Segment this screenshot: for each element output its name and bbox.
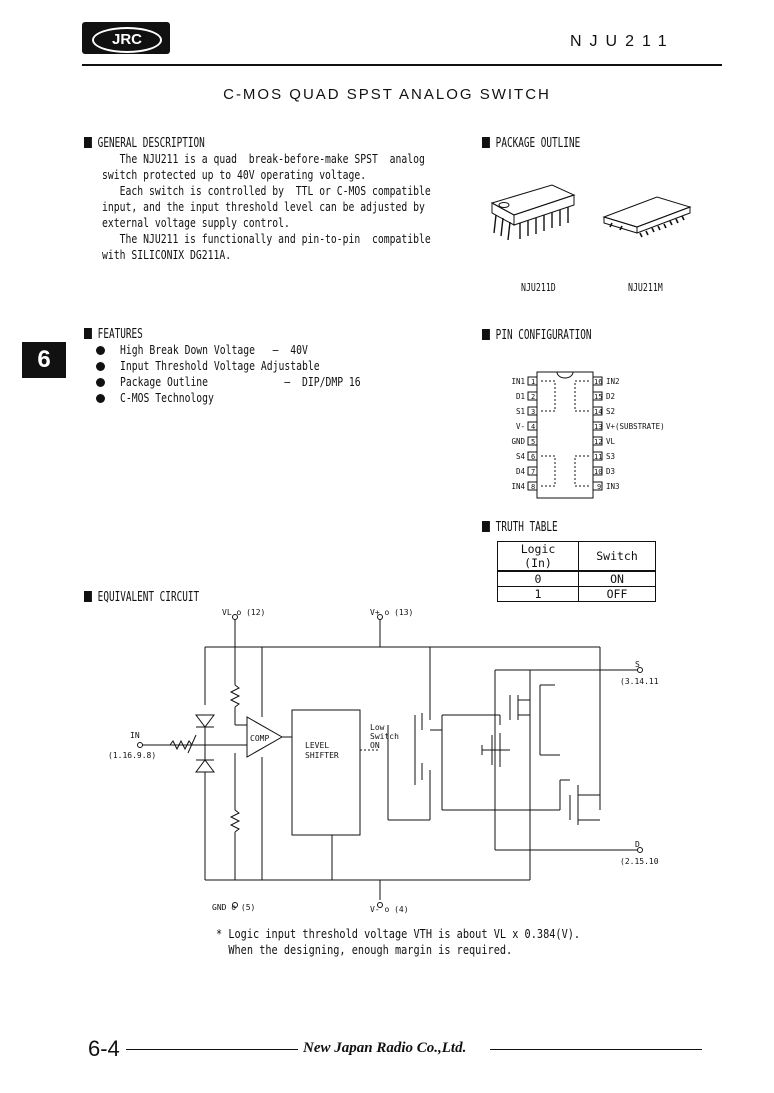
- pin-num: 3: [531, 408, 535, 416]
- in-pin-numbers: (1.16.9.8): [108, 751, 156, 760]
- page-number: 6-4: [88, 1036, 120, 1061]
- pin-left-label: IN1: [511, 377, 525, 386]
- table-row: 1 OFF: [497, 586, 656, 602]
- comp-label: COMP: [250, 734, 269, 743]
- pin-right-label: D2: [606, 392, 615, 401]
- jrc-logo: JRC: [82, 22, 170, 54]
- dip-package-icon: [490, 184, 576, 241]
- part-number: NJU211: [570, 33, 675, 50]
- truth-table-heading: TRUTH TABLE: [482, 520, 558, 535]
- pin-right-label: V+(SUBSTRATE): [606, 422, 665, 431]
- pin-right-label: VL: [606, 437, 616, 446]
- shifter-label: SHIFTER: [305, 751, 339, 760]
- desc-line: external voltage supply control.: [102, 215, 290, 230]
- table-header-row: Logic (In) Switch: [497, 541, 656, 572]
- bullet-icon: [96, 378, 105, 387]
- pin-num: 4: [531, 423, 535, 431]
- table-header: Logic (In): [497, 541, 579, 572]
- logo-text: JRC: [92, 27, 162, 53]
- threshold-note-line: When the designing, enough margin is req…: [216, 942, 513, 957]
- vplus-pin-label: V+ o (13): [370, 608, 413, 617]
- feature-item: C-MOS Technology: [120, 390, 214, 405]
- feature-item: Input Threshold Voltage Adjustable: [120, 358, 320, 373]
- footer-rule-left: [126, 1049, 298, 1050]
- pin-left-label: S4: [516, 452, 526, 461]
- level-label: LEVEL: [305, 741, 329, 750]
- pin-configuration-diagram: 1 2 3 4 5 6 7 8 16 15 14 13 12 11 10 9 I…: [511, 371, 665, 499]
- features-heading: FEATURES: [84, 327, 143, 342]
- in-pin-label: IN: [130, 731, 140, 740]
- pin-right-label: IN2: [606, 377, 620, 386]
- table-cell: ON: [578, 570, 656, 587]
- pin-right-label: S2: [606, 407, 615, 416]
- table-row: 0 ON: [497, 570, 656, 587]
- pin-num: 15: [594, 393, 602, 401]
- section-tab: 6: [22, 342, 66, 378]
- table-cell: 1: [497, 586, 579, 602]
- gnd-pin-label: GND o (5): [212, 903, 255, 912]
- pin-right-label: D3: [606, 467, 615, 476]
- desc-line: input, and the input threshold level can…: [102, 199, 425, 214]
- pin-left-label: D4: [516, 467, 526, 476]
- pin-num: 11: [594, 453, 602, 461]
- desc-line: The NJU211 is a quad break-before-make S…: [102, 151, 425, 166]
- pin-num: 5: [531, 438, 535, 446]
- table-cell: 0: [497, 570, 579, 587]
- pin-num: 10: [594, 468, 602, 476]
- package-outline-heading: PACKAGE OUTLINE: [482, 136, 581, 151]
- equivalent-circuit-diagram: VL o (12) V+ o (13) IN (1.16.9.8) COMP L…: [108, 608, 660, 914]
- bullet-icon: [96, 346, 105, 355]
- pin-num: 6: [531, 453, 535, 461]
- desc-line: switch protected up to 40V operating vol…: [102, 167, 367, 182]
- threshold-note-line: * Logic input threshold voltage VTH is a…: [216, 926, 581, 941]
- package-label-dmp: NJU211M: [628, 281, 663, 294]
- feature-item: High Break Down Voltage — 40V: [120, 342, 308, 357]
- desc-line: Each switch is controlled by TTL or C-MO…: [102, 183, 431, 198]
- pin-num: 13: [594, 423, 602, 431]
- low-switch-label-line: Switch: [370, 732, 399, 741]
- table-cell: OFF: [578, 586, 656, 602]
- equivalent-circuit-heading: EQUIVALENT CIRCUIT: [84, 590, 199, 605]
- low-switch-label-line: Low: [370, 723, 385, 732]
- vminus-pin-label: V- o (4): [370, 905, 409, 914]
- pin-num: 7: [531, 468, 535, 476]
- pin-right-label: IN3: [606, 482, 620, 491]
- footer-rule-right: [490, 1049, 702, 1050]
- page-title: C-MOS QUAD SPST ANALOG SWITCH: [223, 86, 551, 103]
- pin-num: 16: [594, 378, 602, 386]
- low-switch-label-line: ON: [370, 741, 380, 750]
- pin-left-label: GND: [511, 437, 525, 446]
- dmp-package-icon: [602, 196, 692, 238]
- general-description-heading: GENERAL DESCRIPTION: [84, 136, 205, 151]
- pin-left-label: V-: [516, 422, 525, 431]
- package-drawings: [490, 184, 692, 241]
- pin-left-label: D1: [516, 392, 525, 401]
- package-label-dip: NJU211D: [521, 281, 556, 294]
- truth-table: Logic (In) Switch 0 ON 1 OFF: [497, 541, 656, 602]
- pin-right-label: S3: [606, 452, 615, 461]
- general-description-text: The NJU211 is a quad break-before-make S…: [102, 151, 431, 263]
- header-rule: [82, 64, 722, 66]
- bullet-icon: [96, 362, 105, 371]
- pin-left-label: IN4: [511, 482, 525, 491]
- pin-configuration-heading: PIN CONFIGURATION: [482, 328, 592, 343]
- feature-item: Package Outline — DIP/DMP 16: [120, 374, 361, 389]
- pin-num: 14: [594, 408, 602, 416]
- table-header: Switch: [578, 541, 656, 572]
- desc-line: The NJU211 is functionally and pin-to-pi…: [102, 231, 431, 246]
- pin-left-label: S1: [516, 407, 525, 416]
- s-pin-label: S: [635, 660, 640, 669]
- desc-line: with SILICONIX DG211A.: [102, 247, 232, 262]
- d-pin-numbers: (2.15.10.7): [620, 857, 660, 866]
- pin-num: 1: [531, 378, 535, 386]
- bullet-icon: [96, 394, 105, 403]
- pin-num: 9: [597, 483, 601, 491]
- pin-num: 12: [594, 438, 602, 446]
- pin-num: 2: [531, 393, 535, 401]
- s-pin-numbers: (3.14.11.6): [620, 677, 660, 686]
- company-name: New Japan Radio Co.,Ltd.: [303, 1040, 467, 1056]
- pin-num: 8: [531, 483, 535, 491]
- vl-pin-label: VL o (12): [222, 608, 265, 617]
- d-pin-label: D: [635, 840, 640, 849]
